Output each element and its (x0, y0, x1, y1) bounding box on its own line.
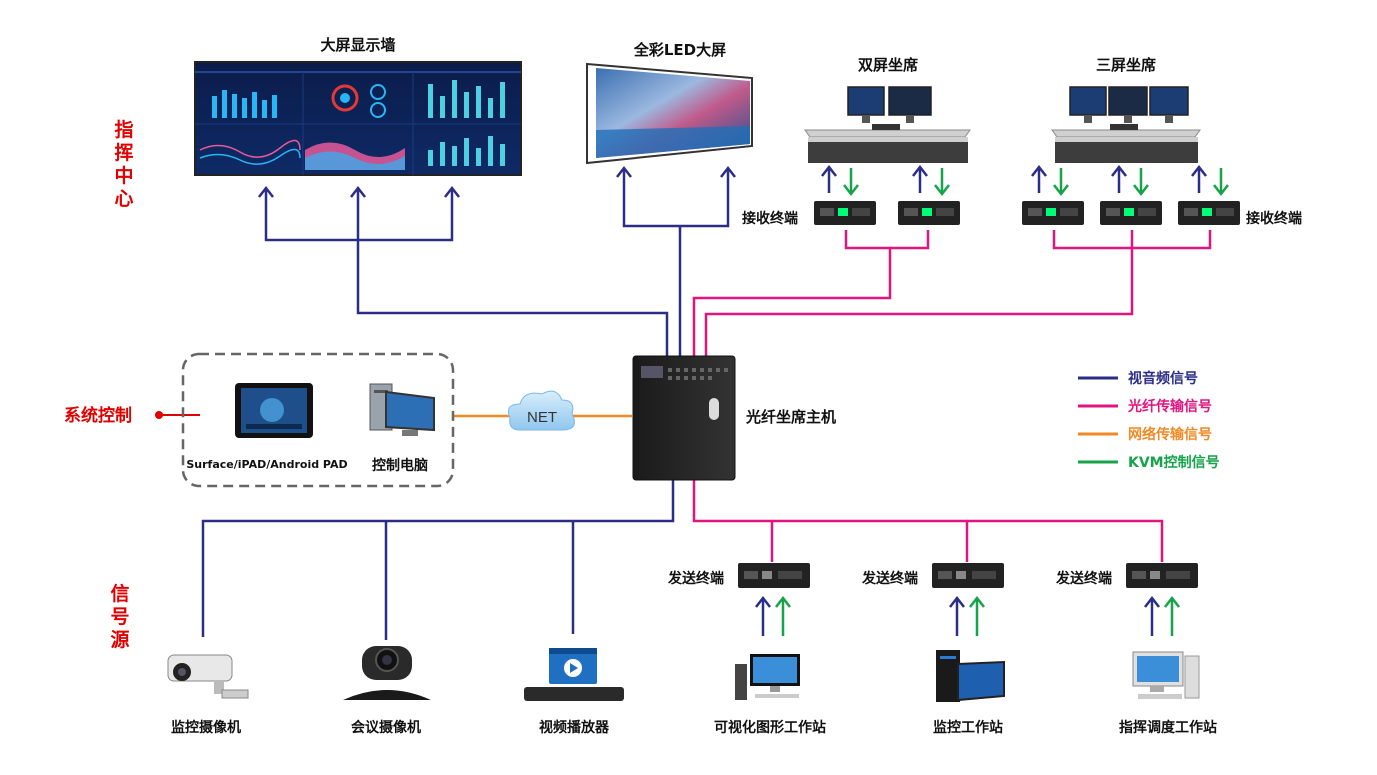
sender-label: 发送终端 (1055, 570, 1112, 587)
section-char: 源 (110, 628, 129, 651)
net-label: NET (527, 409, 557, 426)
dual-seat-label: 双屏坐席 (858, 56, 918, 74)
section-char: 信 (110, 582, 129, 605)
video-wall: 大屏显示墙 (194, 36, 522, 176)
control-pc-device (369, 383, 435, 436)
section-signal-source: 信 号 源 (110, 582, 129, 651)
control-pc-label: 控制电脑 (372, 457, 428, 474)
video-player (524, 648, 624, 701)
av-arrow-heads-top (258, 165, 736, 198)
ws-arrows-1 (755, 595, 791, 636)
ws-arrows-3 (1144, 595, 1180, 636)
seat-arrows-5 (1191, 164, 1229, 197)
sender-unit (738, 563, 810, 588)
led-screen-label: 全彩LED大屏 (633, 41, 726, 59)
visual-workstation-pc (735, 654, 800, 700)
ws-arrows-2 (949, 595, 985, 636)
legend-item-fiber: 光纤传输信号 (1078, 398, 1212, 415)
section-char: 挥 (114, 142, 133, 164)
legend-item-av: 视音频信号 (1078, 370, 1198, 387)
section-command-center: 指 挥 中 心 (114, 119, 133, 210)
dispatch-workstation-pc (1132, 651, 1200, 699)
sender-unit (1126, 563, 1198, 588)
video-player-label: 视频播放器 (539, 719, 610, 736)
video-wall-label: 大屏显示墙 (320, 36, 395, 54)
section-system-control: 系统控制 (64, 405, 200, 426)
seat-arrows-2 (912, 164, 950, 197)
av-lines-bottom (201, 480, 675, 640)
wall-bars-right (428, 80, 505, 166)
receivers: 接收终端 接收终端 (742, 201, 1302, 227)
section-char: 指 (114, 119, 133, 141)
legend: 视音频信号 光纤传输信号 网络传输信号 KVM控制信号 (1078, 370, 1220, 471)
tablet-label: Surface/iPAD/Android PAD (186, 458, 347, 471)
triple-seat-label: 三屏坐席 (1096, 56, 1156, 74)
workstation-signal-arrows (755, 595, 1180, 636)
meeting-camera (343, 646, 431, 700)
monitor-workstation-pc (936, 650, 1005, 702)
monitor-workstation-label: 监控工作站 (933, 719, 1003, 736)
fiber-lines-bottom (692, 480, 1164, 562)
legend-label: 网络传输信号 (1128, 426, 1212, 443)
legend-label: 视音频信号 (1128, 370, 1198, 387)
monitor-camera-label: 监控摄像机 (171, 719, 241, 736)
net-cloud: NET (507, 390, 575, 431)
seat-arrows-4 (1111, 164, 1149, 197)
monitor-camera (167, 654, 249, 699)
legend-label: KVM控制信号 (1128, 454, 1220, 471)
receiver-unit (1100, 201, 1162, 225)
receiver-unit (1022, 201, 1084, 225)
section-label: 系统控制 (64, 405, 132, 426)
receiver-unit (898, 201, 960, 225)
av-lines-top (264, 170, 730, 356)
receiver-label-right: 接收终端 (1246, 210, 1302, 227)
receiver-label-left: 接收终端 (742, 210, 798, 227)
led-screen: 全彩LED大屏 (586, 41, 753, 165)
host-label: 光纤坐席主机 (745, 408, 836, 426)
meeting-camera-label: 会议摄像机 (351, 719, 421, 736)
visual-workstation-label: 可视化图形工作站 (714, 719, 826, 736)
sender-label: 发送终端 (667, 570, 724, 587)
triple-seat-console: 三屏坐席 (1051, 56, 1201, 163)
fiber-seat-host (632, 355, 736, 481)
sender-unit (932, 563, 1004, 588)
system-control-box: Surface/iPAD/Android PAD 控制电脑 (181, 352, 455, 488)
receiver-unit (1178, 201, 1240, 225)
legend-item-kvm: KVM控制信号 (1078, 454, 1220, 471)
legend-label: 光纤传输信号 (1127, 398, 1212, 415)
wall-bars-left (212, 90, 277, 118)
fiber-lines-top (692, 230, 1212, 356)
section-char: 号 (110, 606, 129, 628)
seat-arrows-1 (821, 164, 859, 197)
section-char: 心 (114, 188, 133, 210)
seat-signal-arrows (821, 164, 1229, 197)
receiver-unit (814, 201, 876, 225)
dual-seat-console: 双屏坐席 (804, 56, 971, 163)
sender-label: 发送终端 (861, 570, 918, 587)
senders: 发送终端 发送终端 发送终端 (667, 563, 1198, 588)
seat-arrows-3 (1031, 164, 1069, 197)
legend-item-network: 网络传输信号 (1078, 426, 1212, 443)
tablet-device (235, 383, 313, 438)
dispatch-workstation-label: 指挥调度工作站 (1119, 719, 1217, 736)
section-char: 中 (114, 164, 133, 187)
